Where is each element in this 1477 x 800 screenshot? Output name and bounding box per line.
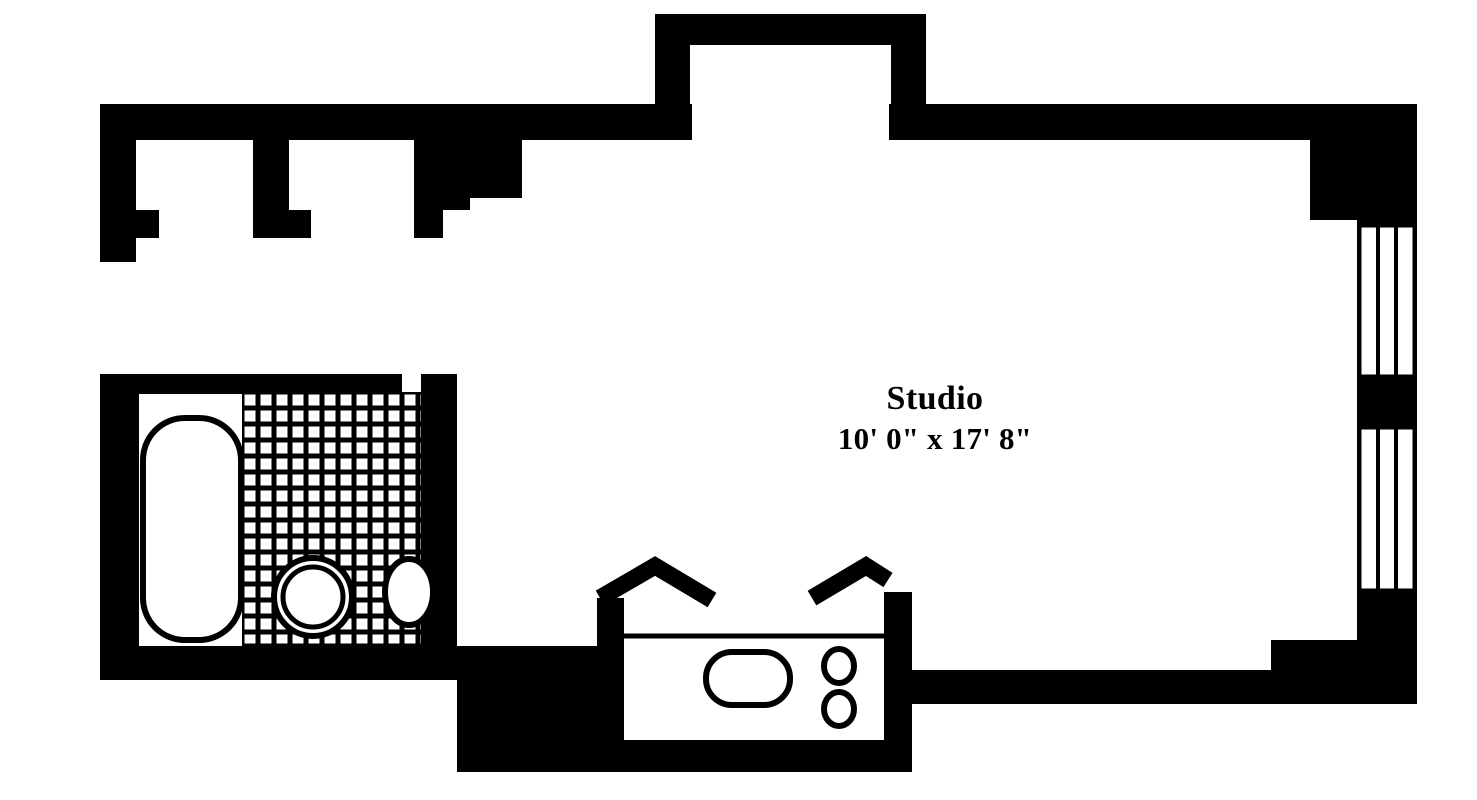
room-label-studio: Studio 10' 0" x 17' 8" <box>735 380 1135 457</box>
wall-bathroom-bottom <box>100 646 462 680</box>
wall-kitchen-bottom <box>457 740 912 772</box>
window-group <box>1358 224 1416 592</box>
wall-kitchen-left <box>597 598 624 748</box>
door-swing-chevron-right-icon <box>807 556 893 606</box>
window-lower <box>1360 428 1414 590</box>
wall-top-left <box>100 104 692 140</box>
door-swing-group <box>595 556 893 608</box>
closet-partition-1 <box>253 140 311 238</box>
bathroom-sink-icon <box>382 556 436 628</box>
wall-bathroom-top-bar <box>139 374 402 394</box>
wall-bottom-right <box>884 670 1371 704</box>
bathroom-fixtures <box>140 415 436 643</box>
wall-right-pier <box>1357 376 1417 428</box>
toilet-bowl-icon <box>280 564 346 630</box>
closet-partition-2 <box>414 104 522 238</box>
door-swing-chevron-left-icon <box>595 556 717 608</box>
kitchen-alcove <box>610 598 884 740</box>
wall-bathroom-right-cap <box>421 374 457 396</box>
room-dimensions-studio: 10' 0" x 17' 8" <box>837 421 1033 457</box>
wall-top-alcove <box>655 14 926 120</box>
wall-bathroom-left <box>100 374 139 680</box>
wall-left-upper <box>100 104 159 262</box>
bathtub-icon <box>140 415 244 643</box>
wall-bathroom-right <box>421 374 457 664</box>
window-lower-frame <box>1358 426 1416 592</box>
wall-kitchen-right <box>884 592 912 748</box>
kitchen-sink-icon <box>703 649 793 708</box>
window-upper-frame <box>1358 224 1416 378</box>
stove-burner-icon <box>821 646 857 686</box>
stove-burner-icon <box>821 689 857 729</box>
room-name-studio: Studio <box>886 380 984 417</box>
window-upper <box>1360 226 1414 376</box>
